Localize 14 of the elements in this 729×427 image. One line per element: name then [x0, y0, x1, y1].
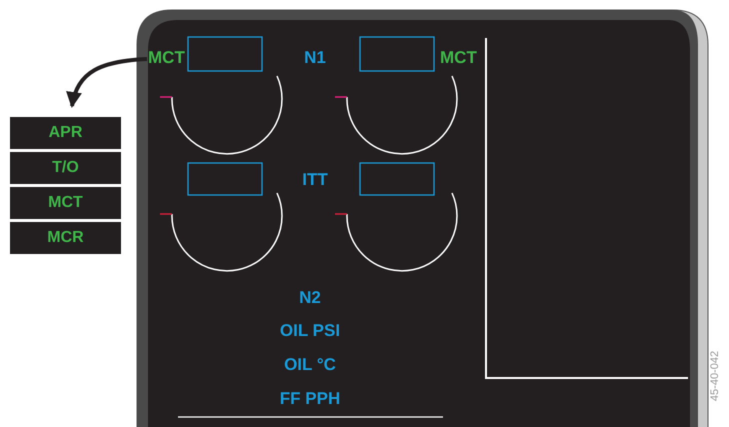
figure-number: 45-40-042 [709, 350, 721, 404]
gauge-title: N1 [304, 48, 326, 68]
parameter-label: N2 [299, 288, 321, 308]
mode-box: MCR [10, 222, 121, 254]
parameter-label: FF PPH [280, 389, 340, 409]
mode-label: MCT [440, 48, 477, 68]
parameter-label: OIL PSI [280, 321, 340, 341]
parameter-label: OIL °C [284, 355, 336, 375]
gauge-title: ITT [302, 170, 328, 190]
mode-label: MCT [148, 48, 185, 68]
arrow [66, 57, 148, 108]
mode-box: T/O [10, 152, 121, 184]
mode-box: MCT [10, 187, 121, 219]
mode-box: APR [10, 117, 121, 149]
